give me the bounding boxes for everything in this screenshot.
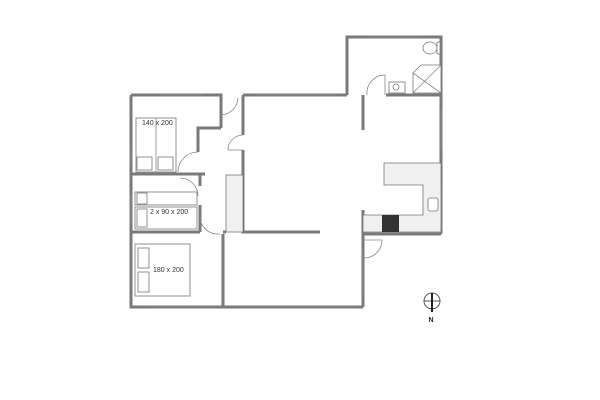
toilet — [422, 41, 438, 55]
pillow — [136, 208, 148, 228]
compass: N — [423, 292, 441, 324]
kitchen-counter — [362, 162, 442, 233]
bed-size-label: 180 x 200 — [153, 267, 184, 274]
bedroom-1: 140 x 200 — [135, 117, 177, 173]
north-label: N — [429, 317, 434, 324]
single-bed — [134, 206, 198, 230]
bathroom — [388, 41, 442, 94]
sink — [427, 197, 439, 212]
pillow — [136, 192, 148, 205]
bedroom-3: 180 x 200 — [134, 243, 191, 297]
pillow — [137, 247, 150, 269]
pillow — [157, 156, 174, 171]
single-bed — [134, 191, 198, 206]
doors — [177, 74, 386, 259]
bed-size-label: 2 x 90 x 200 — [150, 209, 188, 216]
pillow — [136, 156, 153, 171]
bed-size-label: 140 x 200 — [142, 120, 173, 127]
bedroom-2: 2 x 90 x 200 — [134, 191, 198, 230]
kitchen — [362, 162, 442, 233]
stove — [382, 215, 399, 232]
storage-cabinet — [225, 174, 244, 233]
pillow — [137, 271, 150, 293]
